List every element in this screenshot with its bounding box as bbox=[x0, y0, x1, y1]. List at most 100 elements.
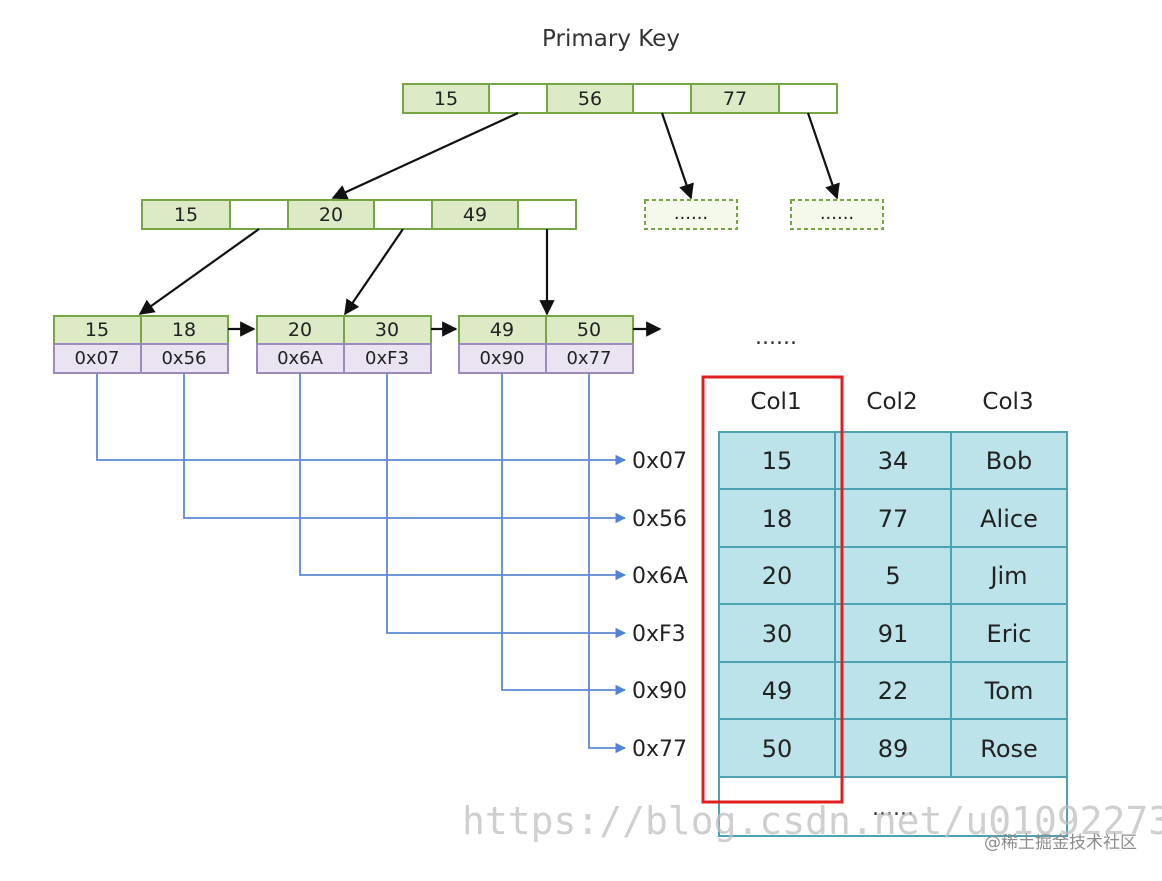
row-pointer-line bbox=[183, 373, 627, 524]
root-key-cell bbox=[546, 83, 634, 114]
row-pointer-line bbox=[299, 373, 627, 581]
cell-value: Tom bbox=[984, 677, 1034, 705]
table-cell bbox=[834, 718, 952, 778]
leaf-pointer: 0x90 bbox=[479, 348, 524, 369]
internal-pointer-cell bbox=[373, 199, 433, 230]
table-cell bbox=[834, 488, 952, 548]
row-address: 0x56 bbox=[632, 507, 687, 532]
diagram-title: Primary Key bbox=[542, 26, 680, 52]
leaf-key-cell bbox=[140, 315, 229, 345]
table-row: 18 77 Alice bbox=[718, 488, 1068, 548]
row-pointer-line bbox=[501, 373, 627, 696]
table-cell bbox=[718, 661, 836, 720]
table-cell bbox=[950, 718, 1068, 778]
root-key-cell bbox=[402, 83, 490, 114]
cell-value: Jim bbox=[988, 562, 1027, 590]
table-cell bbox=[950, 488, 1068, 548]
collapsed-node-frame bbox=[790, 199, 884, 230]
leaf-pointer: 0x6A bbox=[277, 348, 324, 369]
root-pointer-cell bbox=[778, 83, 838, 114]
internal-key: 20 bbox=[319, 204, 343, 226]
cell-value: Alice bbox=[980, 505, 1038, 533]
cell-value: 77 bbox=[878, 505, 909, 533]
tree-arrow bbox=[344, 228, 404, 316]
leaf-pointer: 0xF3 bbox=[365, 348, 409, 369]
collapsed-node: ...... bbox=[644, 199, 738, 230]
leaf-key: 18 bbox=[172, 319, 196, 341]
row-pointer-line bbox=[588, 373, 627, 754]
table-row: 50 89 Rose bbox=[718, 718, 1068, 778]
leaf-pointer-cell bbox=[545, 343, 634, 374]
internal-key: 15 bbox=[174, 204, 198, 226]
col1-highlight bbox=[701, 375, 844, 804]
leaf-key: 20 bbox=[288, 319, 312, 341]
cell-value: 34 bbox=[878, 447, 909, 475]
cell-value: 91 bbox=[878, 620, 909, 648]
tree-arrow bbox=[138, 228, 260, 315]
table-cell bbox=[950, 431, 1068, 490]
leaf-more-ellipsis: ...... bbox=[755, 325, 797, 350]
tree-arrow bbox=[806, 112, 840, 200]
row-pointer-line bbox=[386, 373, 627, 639]
leaf-key: 49 bbox=[490, 319, 514, 341]
row-address: 0x6A bbox=[632, 564, 688, 589]
table-cell bbox=[834, 661, 952, 720]
leaf-node: 20 30 0x6A 0xF3 bbox=[256, 315, 432, 374]
collapsed-node: ...... bbox=[790, 199, 884, 230]
column-header: Col2 bbox=[866, 389, 917, 415]
internal-pointer-cell bbox=[517, 199, 577, 230]
internal-key-cell bbox=[431, 199, 519, 230]
row-address: 0xF3 bbox=[632, 622, 686, 647]
table-row: 20 5 Jim bbox=[718, 546, 1068, 605]
cell-value: Eric bbox=[987, 620, 1032, 648]
collapsed-node-label: ...... bbox=[674, 203, 708, 224]
table-cell bbox=[834, 546, 952, 605]
row-pointer-line bbox=[96, 373, 627, 466]
leaf-pointer-cell bbox=[458, 343, 547, 374]
leaf-key: 15 bbox=[85, 319, 109, 341]
tree-arrow bbox=[331, 112, 519, 200]
collapsed-node-frame bbox=[644, 199, 738, 230]
row-address: 0x77 bbox=[632, 737, 687, 762]
table-cell bbox=[718, 488, 836, 548]
leaf-key: 50 bbox=[577, 319, 601, 341]
internal-key: 49 bbox=[463, 204, 487, 226]
cell-value: 5 bbox=[885, 562, 900, 590]
leaf-pointer: 0x07 bbox=[74, 348, 119, 369]
tree-arrow bbox=[660, 112, 694, 200]
row-address: 0x90 bbox=[632, 679, 687, 704]
cell-value: 18 bbox=[762, 505, 793, 533]
cell-value: Rose bbox=[980, 735, 1038, 763]
root-node: 15 56 77 bbox=[402, 83, 838, 114]
leaf-node: 49 50 0x90 0x77 bbox=[458, 315, 634, 374]
leaf-key-cell bbox=[545, 315, 634, 345]
leaf-pointer-cell bbox=[140, 343, 229, 374]
root-pointer-cell bbox=[488, 83, 548, 114]
cell-value: 15 bbox=[762, 447, 793, 475]
cell-value: 50 bbox=[762, 735, 793, 763]
internal-node: 15 20 49 bbox=[141, 199, 577, 230]
cell-value: 89 bbox=[878, 735, 909, 763]
column-header: Col1 bbox=[750, 389, 801, 415]
cell-value: 22 bbox=[878, 677, 909, 705]
leaf-pointer-cell bbox=[343, 343, 432, 374]
root-key: 15 bbox=[434, 88, 458, 110]
collapsed-node-label: ...... bbox=[820, 203, 854, 224]
table-row: 49 22 Tom bbox=[718, 661, 1068, 720]
table-row: 30 91 Eric bbox=[718, 603, 1068, 663]
watermark: https://blog.csdn.net/u010922732 bbox=[462, 799, 1162, 843]
row-address: 0x07 bbox=[632, 449, 687, 474]
watermark-juejin: @稀土掘金技术社区 bbox=[984, 833, 1137, 853]
leaf-pointer: 0x77 bbox=[566, 348, 611, 369]
internal-key-cell bbox=[141, 199, 231, 230]
root-pointer-cell bbox=[632, 83, 692, 114]
column-header: Col3 bbox=[982, 389, 1033, 415]
leaf-key-cell bbox=[458, 315, 547, 345]
cell-value: Bob bbox=[986, 447, 1032, 475]
root-key: 77 bbox=[723, 88, 747, 110]
leaf-key: 30 bbox=[375, 319, 399, 341]
leaf-key-cell bbox=[343, 315, 432, 345]
internal-pointer-cell bbox=[229, 199, 289, 230]
cell-value: 20 bbox=[762, 562, 793, 590]
